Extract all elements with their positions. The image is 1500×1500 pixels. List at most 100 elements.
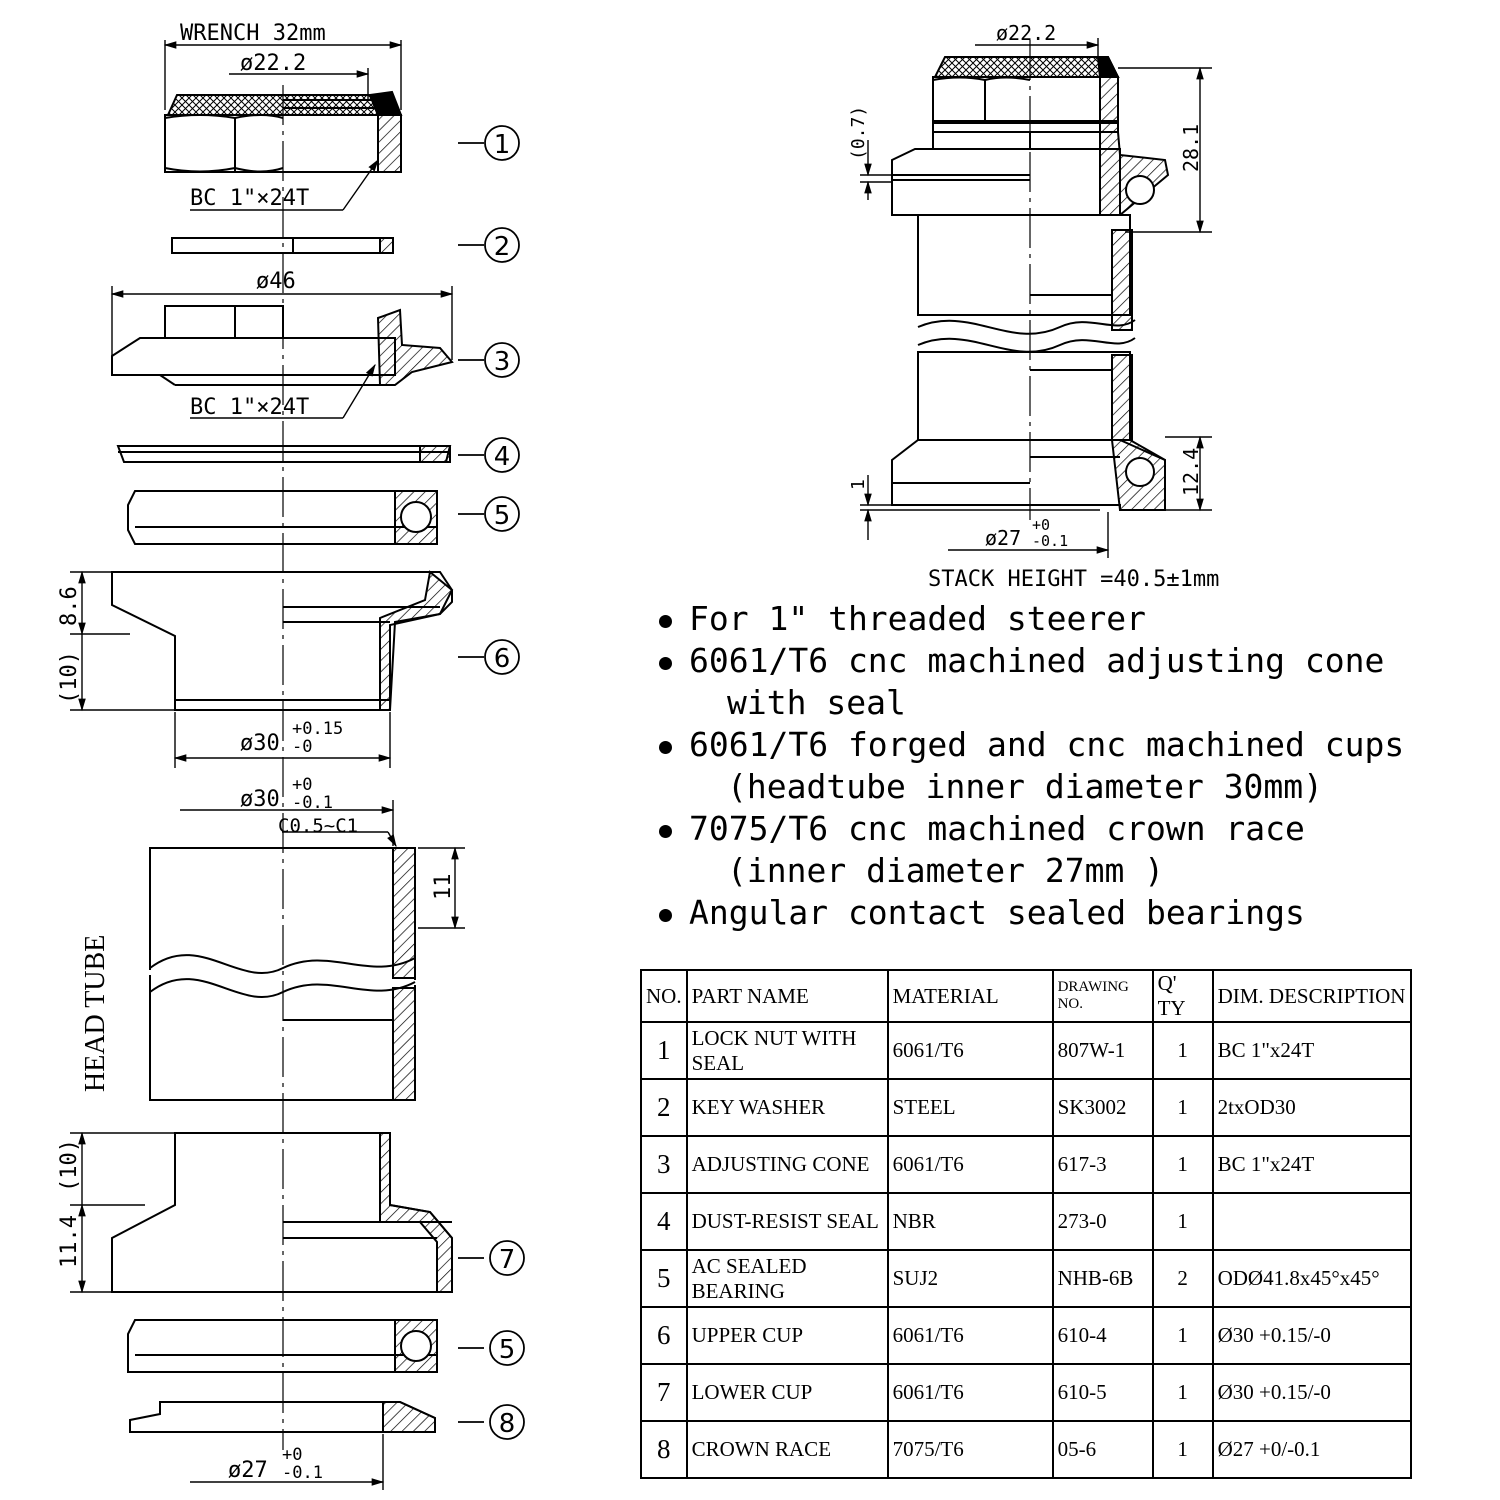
cell-qty: 1 <box>1151 1021 1214 1080</box>
cell-material: 6061/T6 <box>886 1021 1054 1080</box>
dim-d30-cup-tol-up: +0.15 <box>292 719 343 739</box>
cell-material: 6061/T6 <box>886 1306 1054 1365</box>
asm-dim-d222: ø22.2 <box>996 21 1056 45</box>
cell-dim: Ø30 +0.15/-0 <box>1211 1363 1412 1422</box>
cell-dim: ODØ41.8x45°x45° <box>1211 1249 1412 1308</box>
asm-dim-h281: 28.1 <box>1179 124 1203 172</box>
cell-material: NBR <box>886 1192 1054 1251</box>
feature-subtext: (inner diameter 27mm ) <box>727 851 1165 890</box>
callout-1: 1 <box>494 130 511 160</box>
cell-qty: 1 <box>1151 1078 1214 1137</box>
cell-dim: Ø30 +0.15/-0 <box>1211 1306 1412 1365</box>
cell-drawing-no: SK3002 <box>1051 1078 1154 1137</box>
cell-part-name: LOCK NUT WITH SEAL <box>685 1021 889 1080</box>
cell-part-name: LOWER CUP <box>685 1363 889 1422</box>
dim-h10-lower: (10) <box>57 1139 82 1192</box>
callout-4: 4 <box>494 442 511 472</box>
cell-drawing-no: 05-6 <box>1051 1420 1154 1479</box>
part-6-upper-cup-drawing <box>111 570 454 711</box>
part-7-lower-cup-drawing <box>111 1132 453 1293</box>
table-header-row: NO. PART NAME MATERIAL DRAWING NO. Q' TY… <box>640 969 1412 1023</box>
feature-text: 6061/T6 cnc machined adjusting cone <box>689 641 1385 680</box>
dim-d27-race: ø27 <box>228 1458 268 1483</box>
callout-6: 6 <box>494 644 511 674</box>
dim-d30-tube: ø30 <box>240 787 280 812</box>
col-header-drawing-no: DRAWING NO. <box>1051 969 1154 1023</box>
callout-5-lower: 5 <box>499 1335 516 1365</box>
dim-d30-cup: ø30 <box>240 731 280 756</box>
cell-part-name: AC SEALED BEARING <box>685 1249 889 1308</box>
part-3-adjusting-cone-drawing <box>111 305 454 386</box>
asm-dim-d27-tol-dn: -0.1 <box>1032 532 1068 550</box>
dim-d30-tube-tol-up: +0 <box>292 775 312 795</box>
cell-qty: 1 <box>1151 1306 1214 1365</box>
part-5-bearing-lower-drawing <box>127 1319 438 1373</box>
feature-item: For 1" threaded steerer <box>655 598 1415 640</box>
callout-7: 7 <box>499 1245 516 1275</box>
parts-table: NO. PART NAME MATERIAL DRAWING NO. Q' TY… <box>640 969 1412 1479</box>
cell-dim: BC 1"x24T <box>1211 1135 1412 1194</box>
callout-2: 2 <box>494 232 511 262</box>
feature-list: For 1" threaded steerer 6061/T6 cnc mach… <box>655 598 1415 934</box>
dim-chamfer: C0.5~C1 <box>278 815 358 837</box>
cell-part-name: KEY WASHER <box>685 1078 889 1137</box>
dim-bc-cone: BC 1"×24T <box>190 395 309 420</box>
stack-height: STACK HEIGHT =40.5±1mm <box>928 567 1219 592</box>
cell-material: STEEL <box>886 1078 1054 1137</box>
callout-5-upper: 5 <box>494 501 511 531</box>
cell-drawing-no: 610-5 <box>1051 1363 1154 1422</box>
cell-dim: 2txOD30 <box>1211 1078 1412 1137</box>
cell-part-name: DUST-RESIST SEAL <box>685 1192 889 1251</box>
dim-d30-tube-tol-dn: -0.1 <box>292 793 333 813</box>
feature-text: 6061/T6 forged and cnc machined cups <box>689 725 1405 764</box>
cell-no: 1 <box>640 1021 688 1080</box>
cell-qty: 1 <box>1151 1420 1214 1479</box>
col-header-qty: Q' TY <box>1151 969 1214 1023</box>
dim-h10-upper: (10) <box>57 651 82 704</box>
cell-qty: 1 <box>1151 1192 1214 1251</box>
cell-material: 6061/T6 <box>886 1363 1054 1422</box>
part-5-bearing-upper-drawing <box>127 490 438 545</box>
feature-text: 7075/T6 cnc machined crown race <box>689 809 1305 848</box>
dim-d222: ø22.2 <box>240 51 306 76</box>
cell-drawing-no: 273-0 <box>1051 1192 1154 1251</box>
head-tube-label: HEAD TUBE <box>80 935 111 1092</box>
cell-no: 8 <box>640 1420 688 1479</box>
cell-qty: 1 <box>1151 1363 1214 1422</box>
cell-dim <box>1211 1192 1412 1251</box>
cell-material: 7075/T6 <box>886 1420 1054 1479</box>
cell-part-name: ADJUSTING CONE <box>685 1135 889 1194</box>
feature-text: For 1" threaded steerer <box>689 599 1146 638</box>
dim-d27-race-tol-up: +0 <box>282 1445 302 1465</box>
asm-dim-h124: 12.4 <box>1179 448 1203 496</box>
dim-h114: 11.4 <box>57 1215 82 1268</box>
asm-dim-gap: (0.7) <box>848 106 869 160</box>
callout-8: 8 <box>499 1409 516 1439</box>
assembly-drawing <box>891 40 1170 520</box>
asm-dim-d27: ø27 <box>985 526 1021 550</box>
cell-drawing-no: 807W-1 <box>1051 1021 1154 1080</box>
cell-no: 4 <box>640 1192 688 1251</box>
cell-drawing-no: 617-3 <box>1051 1135 1154 1194</box>
cell-no: 6 <box>640 1306 688 1365</box>
cell-no: 2 <box>640 1078 688 1137</box>
feature-item: Angular contact sealed bearings <box>655 892 1415 934</box>
dim-d46: ø46 <box>256 269 296 294</box>
dim-d27-race-tol-dn: -0.1 <box>282 1463 323 1483</box>
feature-item: 6061/T6 forged and cnc machined cups(hea… <box>655 724 1415 808</box>
cell-drawing-no: 610-4 <box>1051 1306 1154 1365</box>
dim-h86: 8.6 <box>57 586 82 626</box>
col-header-material: MATERIAL <box>886 969 1054 1023</box>
cell-part-name: CROWN RACE <box>685 1420 889 1479</box>
cell-no: 3 <box>640 1135 688 1194</box>
col-header-no: NO. <box>640 969 688 1023</box>
feature-item: 7075/T6 cnc machined crown race(inner di… <box>655 808 1415 892</box>
